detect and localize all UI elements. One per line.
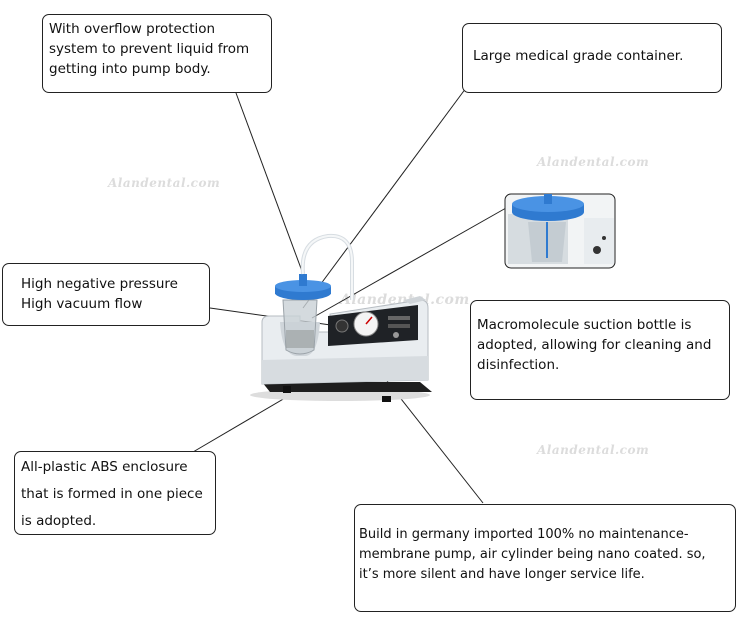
inset-detail — [504, 193, 616, 269]
watermark: Alandental.com — [537, 443, 650, 457]
callout-suction-bottle: Macromolecule suction bottle is adopted,… — [470, 300, 730, 400]
leader-lines — [192, 87, 507, 504]
callout-membrane-pump: Build in germany imported 100% no mainte… — [354, 504, 736, 612]
callout-overflow-protection: With overflow protection system to preve… — [42, 14, 272, 93]
unit-base — [262, 382, 432, 392]
watermark: Alandental.com — [108, 176, 221, 190]
callout-medical-container: Large medical grade container. — [462, 23, 722, 93]
suction-unit — [250, 233, 432, 402]
callout-abs-enclosure: All-plastic ABS enclosure that is formed… — [14, 451, 216, 535]
watermark: Alandental.com — [537, 155, 650, 169]
callout-negative-pressure: High negative pressure High vacuum flow — [2, 263, 210, 326]
